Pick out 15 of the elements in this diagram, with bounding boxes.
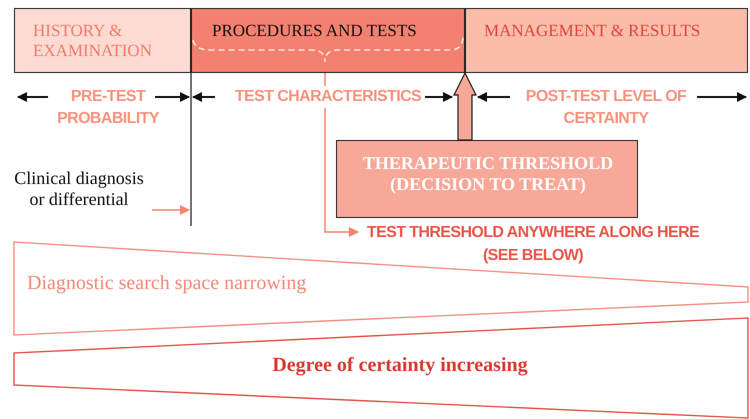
test-threshold-text: TEST THRESHOLD ANYWHERE ALONG HERE (SEE BELOW)	[366, 223, 700, 266]
box-title: THERAPEUTIC THRESHOLD (DECISION TO TREAT)	[362, 153, 614, 194]
box-title: PROCEDURES AND TESTS	[212, 21, 418, 41]
clinical-diagnosis-text: Clinical diagnosis or differential	[13, 168, 145, 210]
history-box	[14, 8, 191, 73]
threshold-box	[336, 140, 638, 218]
procedures-box	[191, 8, 465, 73]
box-title: HISTORY & EXAMINATION	[33, 21, 153, 60]
wedge-label: Diagnostic search space narrowing	[27, 272, 308, 295]
box-title: MANAGEMENT & RESULTS	[484, 21, 702, 41]
block-arrow	[453, 72, 477, 141]
arrow	[152, 205, 190, 215]
arrow	[324, 73, 359, 237]
wedge-label: Degree of certainty increasing	[271, 354, 529, 377]
management-box	[465, 8, 748, 73]
